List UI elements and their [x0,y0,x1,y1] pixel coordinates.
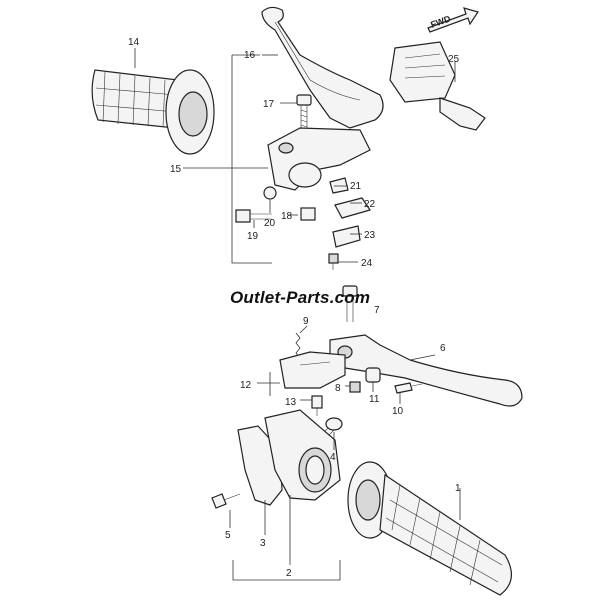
assembly-bracket-bottom [232,560,341,581]
watermark-text: Outlet-Parts.com [230,288,371,307]
lever-holder-top [267,127,371,191]
callout-20: 20 [264,218,276,229]
callout-5: 5 [225,530,231,541]
housing-screw [211,493,241,509]
pivot-bolt-bottom [342,285,358,322]
leader-lines-bottom [229,325,461,565]
callout-9: 9 [303,316,309,327]
callout-11: 11 [369,394,380,405]
brake-lever [329,334,523,407]
callout-17: 17 [263,99,275,110]
callout-19: 19 [247,231,259,242]
callout-23: 23 [364,230,376,241]
callout-3: 3 [260,538,266,549]
callout-21: 21 [350,181,362,192]
small-parts-top [235,177,371,270]
assembly-bracket-top [231,54,272,264]
callout-10: 10 [392,406,404,417]
callout-22: 22 [364,199,376,210]
throttle-housing [237,409,341,506]
callout-7: 7 [374,305,380,316]
switch-housing-bottom [279,351,346,389]
callout-18: 18 [281,211,293,222]
callout-12: 12 [240,380,252,391]
callout-6: 6 [440,343,446,354]
switch-assembly-top [389,41,486,131]
callout-labels: 1 2 3 4 5 6 7 8 9 10 11 12 13 14 15 16 1… [128,37,461,579]
pivot-bolt-top [296,94,312,128]
callout-2: 2 [286,568,292,579]
leader-lines-top [134,48,456,263]
callout-14: 14 [128,37,140,48]
clutch-lever-top [261,6,384,129]
callout-4: 4 [330,452,336,463]
right-grip [347,461,512,596]
callout-13: 13 [285,397,297,408]
callout-24: 24 [361,258,373,269]
fwd-arrow: FWD [427,7,479,33]
callout-15: 15 [170,164,182,175]
callout-8: 8 [335,383,341,394]
small-parts-bottom [311,367,423,416]
callout-25: 25 [448,54,460,65]
left-grip [91,69,215,155]
callout-1: 1 [455,483,461,494]
callout-16: 16 [244,50,256,61]
